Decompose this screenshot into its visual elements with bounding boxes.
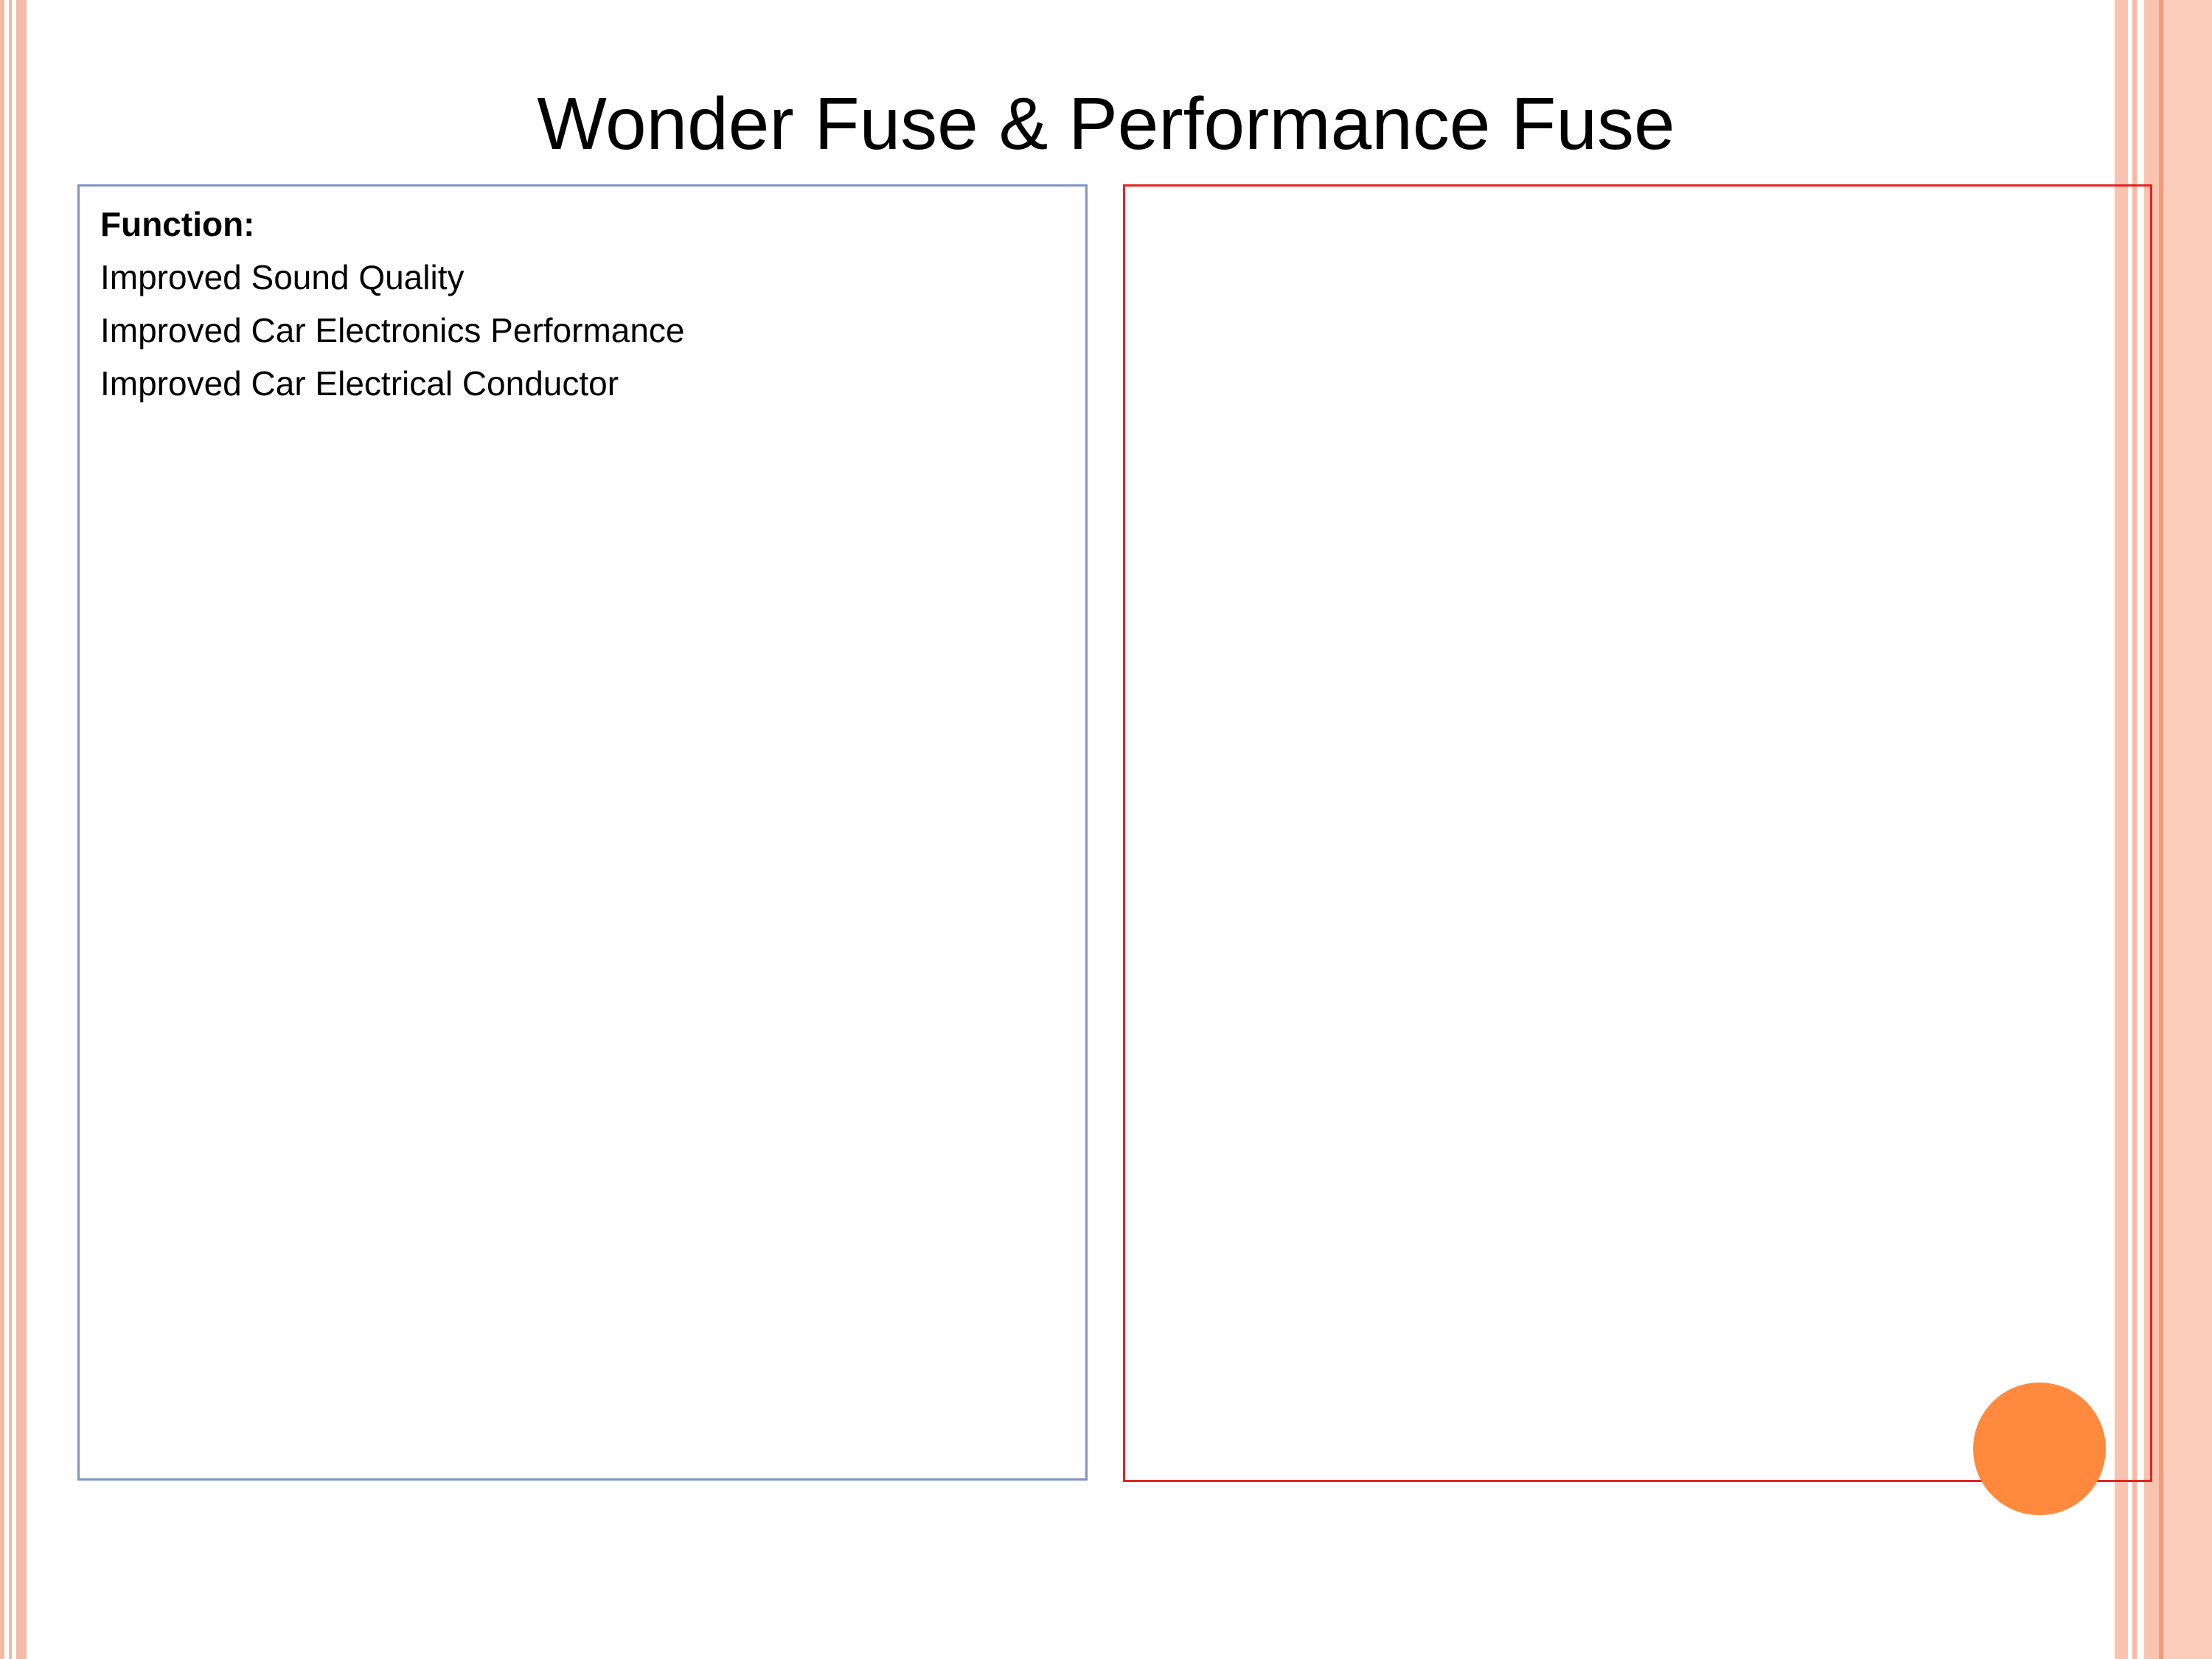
function-item: Improved Sound Quality: [100, 258, 465, 296]
function-item: Improved Car Electronics Performance: [100, 311, 685, 349]
left-decorative-stripe: [16, 0, 27, 1659]
right-decorative-stripe: [2163, 0, 2212, 1659]
left-content-panel: [77, 184, 1088, 1481]
left-decorative-stripe: [9, 0, 12, 1659]
function-item: Improved Car Electrical Conductor: [100, 364, 619, 403]
right-decorative-stripe: [2115, 0, 2128, 1659]
decorative-circle: [1973, 1382, 2106, 1515]
right-decorative-stripe: [2132, 0, 2137, 1659]
function-heading: Function:: [100, 205, 255, 243]
slide-title: Wonder Fuse & Performance Fuse: [537, 83, 1675, 165]
function-list: Function: Improved Sound Quality Improve…: [100, 198, 1059, 410]
left-decorative-stripe: [0, 0, 4, 1659]
right-decorative-stripe: [2159, 0, 2163, 1659]
right-image-panel: [1123, 184, 2152, 1482]
